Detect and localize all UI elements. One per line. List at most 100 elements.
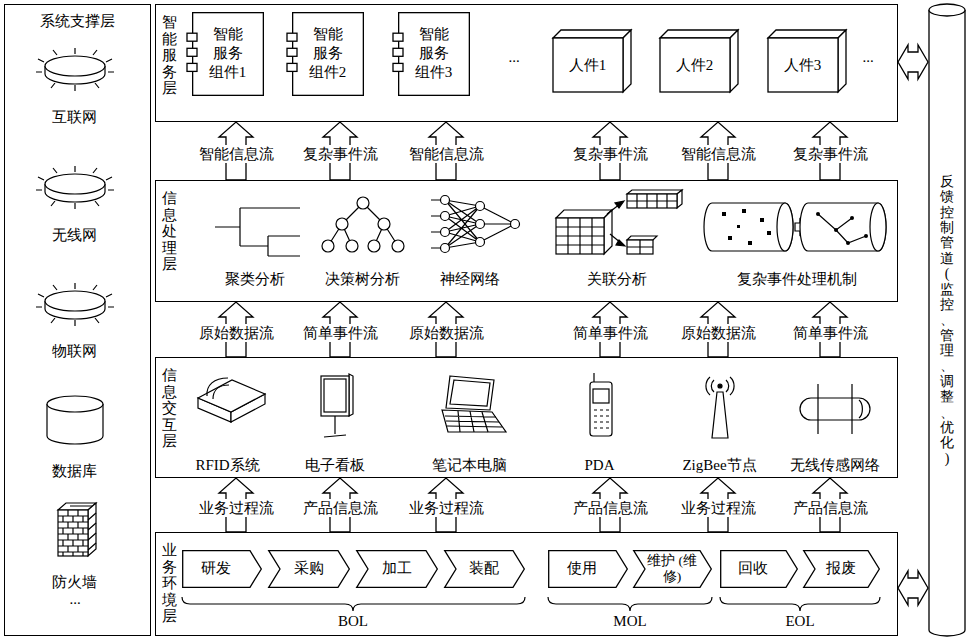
complex-event-icon xyxy=(704,203,886,251)
node-label: PDA xyxy=(584,456,614,474)
service-component: 智能 服务 组件1 xyxy=(192,12,264,96)
node-label: 智能 服务 组件2 xyxy=(307,25,349,81)
rfid-icon xyxy=(198,378,265,422)
chevron-shape xyxy=(720,550,797,587)
edge-label: 产品信息流 xyxy=(791,499,870,517)
edge-label-box: 简单事件流 xyxy=(571,324,650,342)
edge-label: 业务过程流 xyxy=(679,499,758,517)
chevron-shape xyxy=(268,550,349,587)
component-port xyxy=(393,63,403,71)
icon-node: 聚类分析 xyxy=(200,192,310,288)
edge-label: 产品信息流 xyxy=(301,499,380,517)
icon-node: RFID系统 xyxy=(183,366,273,474)
edge-label: 业务过程流 xyxy=(197,499,276,517)
chevron-shape xyxy=(356,550,437,587)
free-label: ... xyxy=(860,48,875,66)
node-label: 维护 (维修) xyxy=(645,553,700,584)
process-chevron: 报废 xyxy=(803,550,880,588)
label-box: MOL xyxy=(611,612,648,630)
node-label: ZigBee节点 xyxy=(682,456,756,474)
icon-node: 决策树分析 xyxy=(313,192,413,288)
lifecycle-brace xyxy=(182,597,525,611)
node-label: 物联网 xyxy=(52,342,97,360)
icon-node: 物联网 xyxy=(30,278,120,360)
edge-label: 产品信息流 xyxy=(571,499,650,517)
component-frame xyxy=(292,12,363,95)
process-chevron: 装配 xyxy=(444,550,525,588)
edge-label-box: 业务过程流 xyxy=(197,499,276,517)
lifecycle-brace xyxy=(720,597,880,611)
edge-label: 复杂事件流 xyxy=(571,145,650,163)
node-label: 研发 xyxy=(201,560,231,577)
node-label: 神经网络 xyxy=(440,270,500,288)
label-box: ... xyxy=(67,590,82,608)
node-label: 采购 xyxy=(294,560,324,577)
layer-band: 信息交互层RFID系统电子看板笔记本电脑PDAZigBee节点无线传感网络 xyxy=(155,357,898,478)
node-label: 使用 xyxy=(567,560,597,577)
person-box: 人件1 xyxy=(553,38,623,92)
icon-node: 电子看板 xyxy=(290,366,380,474)
component-port xyxy=(187,63,197,71)
edge-label-box: 复杂事件流 xyxy=(571,145,650,163)
node-label: 装配 xyxy=(469,560,499,577)
chevron-shape xyxy=(182,550,261,587)
node-label: 回收 xyxy=(738,560,768,577)
chevron-shape xyxy=(548,550,627,587)
feedback-pipe: 反馈控制管道(监控、管理、调整、优化) xyxy=(928,2,966,638)
node-label: 电子看板 xyxy=(305,456,365,474)
box-front xyxy=(768,38,838,92)
component-frame xyxy=(192,12,263,95)
icon-node: 数据库 xyxy=(30,388,120,480)
edge-label: 业务过程流 xyxy=(407,499,486,517)
icon-node: 复杂事件处理机制 xyxy=(705,192,890,288)
edge-label: 复杂事件流 xyxy=(301,145,380,163)
component-port xyxy=(287,48,297,56)
process-chevron: 加工 xyxy=(356,550,438,588)
node-label: 加工 xyxy=(382,560,412,577)
icon-node: 无线传感网络 xyxy=(785,366,885,474)
icon-node: PDA xyxy=(555,366,645,474)
component-port xyxy=(187,48,197,56)
icon-node: ZigBee节点 xyxy=(670,366,770,474)
edge-label: 智能信息流 xyxy=(679,145,758,163)
edge-label: 原始数据流 xyxy=(679,324,758,342)
flow-arrow xyxy=(898,45,928,79)
node-label: 信息交互层 xyxy=(162,367,177,450)
edge-label-box: 产品信息流 xyxy=(791,499,870,517)
edge-label-box: 原始数据流 xyxy=(679,324,758,342)
edge-label-box: 业务过程流 xyxy=(407,499,486,517)
box-front xyxy=(660,38,730,92)
component-frame xyxy=(398,12,469,95)
node-label: 聚类分析 xyxy=(225,270,285,288)
pipe-body xyxy=(929,10,965,636)
decision-tree-icon xyxy=(322,197,404,252)
pda-icon xyxy=(590,373,612,436)
icon-node: 关联分析 xyxy=(550,192,685,288)
node-label: 人件1 xyxy=(569,56,607,74)
edge-label-box: 智能信息流 xyxy=(679,145,758,163)
box-side xyxy=(838,30,846,92)
edge-label-box: 简单事件流 xyxy=(791,324,870,342)
process-chevron: 研发 xyxy=(182,550,262,588)
layer-band: 信息处理层聚类分析决策树分析神经网络关联分析复杂事件处理机制 xyxy=(155,180,898,302)
pipe-top xyxy=(929,4,965,16)
sensor-network-icon xyxy=(800,384,870,434)
flow-arrow xyxy=(898,571,928,605)
box-side xyxy=(730,30,738,92)
label-box: ... xyxy=(506,48,521,66)
free-label: ... xyxy=(506,48,521,66)
edge-label: 复杂事件流 xyxy=(791,145,870,163)
box-top xyxy=(768,30,846,38)
edge-label-box: 业务过程流 xyxy=(679,499,758,517)
node-label: 智能服务层 xyxy=(162,14,177,97)
edge-label: 简单事件流 xyxy=(571,324,650,342)
label-box: ... xyxy=(860,48,875,66)
edge-label-box: 复杂事件流 xyxy=(301,145,380,163)
association-icon xyxy=(556,190,682,254)
node-label: 无线网 xyxy=(52,226,97,244)
display-board-icon xyxy=(321,374,353,437)
edge-label-box: 产品信息流 xyxy=(571,499,650,517)
node-label: 反馈控制管道(监控、管理、调整、优化) xyxy=(940,174,954,466)
node-label: 智能 服务 组件1 xyxy=(207,25,249,81)
